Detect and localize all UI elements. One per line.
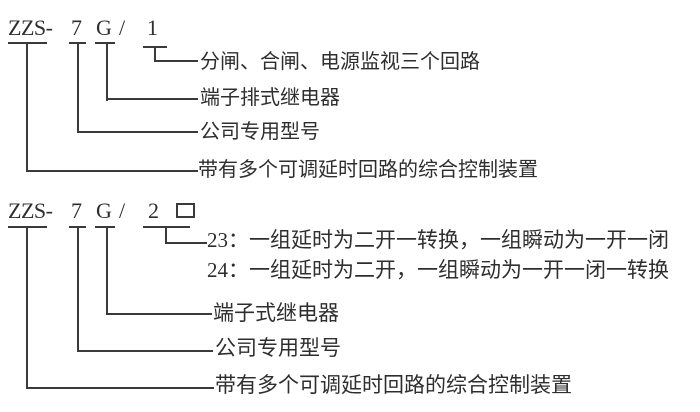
model-prefix: ZZS- — [8, 15, 53, 40]
model-type-letter: G — [96, 15, 112, 40]
leader-horizontal-type-letter — [106, 313, 212, 315]
leader-horizontal-prefix — [26, 170, 198, 172]
label-device: 带有多个可调延时回路的综合控制装置 — [198, 159, 538, 181]
variant-row-24: 24：一组延时为二开，一组瞬动为一开一闭一转换 — [207, 259, 669, 282]
leader-horizontal-variant — [165, 242, 207, 244]
leader-vertical-variant — [154, 46, 156, 62]
leader-horizontal-type-letter — [106, 98, 198, 100]
variant-placeholder-box-icon — [176, 203, 195, 218]
model-variant-number: 1 — [147, 15, 158, 40]
variant-code: 23： — [207, 228, 249, 252]
model-variant-number: 2 — [148, 198, 159, 223]
leader-horizontal-prefix — [26, 387, 214, 389]
model-prefix: ZZS- — [8, 198, 53, 223]
model-separator: / — [119, 198, 125, 223]
label-device: 带有多个可调延时回路的综合控制装置 — [215, 373, 572, 397]
label-circuits: 分闸、合闸、电源监视三个回路 — [200, 51, 480, 73]
model-type-letter: G — [96, 198, 112, 223]
leader-vertical-prefix — [26, 42, 28, 172]
variant-code: 24： — [207, 258, 249, 282]
label-company-model: 公司专用型号 — [215, 336, 341, 360]
leader-horizontal-design-number — [77, 350, 213, 352]
leader-vertical-type-letter — [106, 42, 108, 101]
leader-horizontal-design-number — [77, 131, 198, 133]
variant-desc: 一组延时为二开一转换，一组瞬动为一开一闭 — [249, 228, 669, 252]
label-company-model: 公司专用型号 — [200, 121, 320, 143]
leader-horizontal-variant — [154, 60, 198, 62]
variant-row-23: 23：一组延时为二开一转换，一组瞬动为一开一闭 — [207, 229, 669, 252]
variant-desc: 一组延时为二开，一组瞬动为一开一闭一转换 — [249, 258, 669, 282]
model-separator: / — [119, 15, 125, 40]
underline-type-letter — [95, 42, 115, 44]
leader-vertical-variant — [165, 226, 167, 244]
leader-vertical-design-number — [77, 226, 79, 352]
model-design-number: 7 — [71, 198, 82, 223]
underline-type-letter — [95, 226, 115, 228]
leader-vertical-type-letter — [106, 226, 108, 315]
leader-vertical-prefix — [26, 226, 28, 389]
leader-vertical-design-number — [77, 42, 79, 133]
model-design-number: 7 — [71, 15, 82, 40]
label-relay-type: 端子式继电器 — [213, 301, 339, 325]
label-relay-type: 端子排式继电器 — [200, 87, 340, 109]
